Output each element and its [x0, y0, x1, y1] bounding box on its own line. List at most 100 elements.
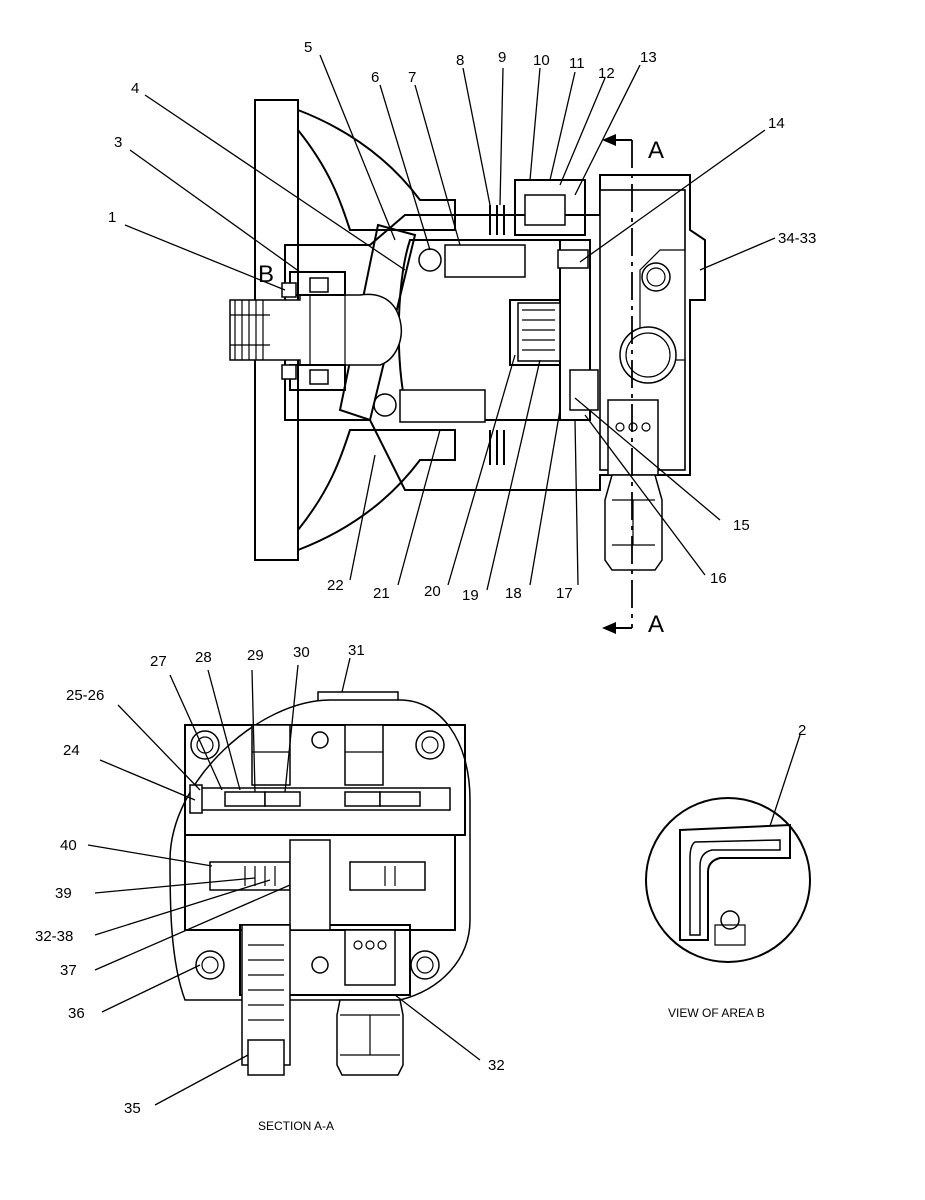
center-spring [522, 309, 555, 351]
bolt-hole-bottom-left [195, 950, 225, 980]
center-spring-seat [517, 302, 561, 362]
leader-lines-main [124, 54, 776, 591]
relief-cartridge-spring [248, 944, 284, 1021]
callout-10: 10 [533, 52, 550, 69]
callout-17: 17 [556, 585, 573, 602]
piston-shoe-upper [418, 248, 442, 272]
seal-spring-detail [720, 910, 740, 930]
callout-27: 27 [150, 653, 167, 670]
check-valve-left [209, 861, 291, 891]
callout-28: 28 [195, 649, 212, 666]
piston-shoe-lower [373, 393, 397, 417]
port-hole-upper-inner [646, 267, 666, 287]
spool-spring-right [379, 791, 421, 807]
callout-24: 24 [63, 742, 80, 759]
port-hole-main-inner [625, 332, 671, 378]
spool-land-right [344, 791, 381, 807]
shaft-seal-upper [281, 282, 297, 298]
bolt-hole-top-left [190, 730, 220, 760]
seal-lip-detail [679, 823, 791, 941]
callout-7: 7 [408, 69, 416, 86]
callout-9: 9 [498, 49, 506, 66]
shaft-splines [230, 300, 270, 360]
spool-land-left [264, 791, 301, 807]
relief-cartridge-nut [247, 1039, 285, 1076]
callout-37: 37 [60, 962, 77, 979]
check-spring-left [244, 866, 276, 886]
callout-13: 13 [640, 49, 657, 66]
brake-spring [524, 194, 566, 226]
upper-port-right [344, 724, 384, 786]
callout-19: 19 [462, 587, 479, 604]
section-middle-block [184, 834, 456, 931]
output-shaft [229, 293, 402, 366]
bolt-hole-top-right [415, 730, 445, 760]
mounting-flange [254, 99, 299, 561]
shaft-seal-lower [281, 364, 297, 380]
orifice-plug-lower [569, 369, 599, 411]
callout-31: 31 [348, 642, 365, 659]
callout-15: 15 [733, 517, 750, 534]
callout-14: 14 [768, 115, 785, 132]
flange-web-top [297, 108, 456, 231]
main-section-view: A A B [229, 99, 706, 638]
bolt-hole-bottom-center [311, 956, 329, 974]
seal-insert-detail [689, 839, 781, 936]
callout-32: 32 [488, 1057, 505, 1074]
detail-circle [645, 797, 811, 963]
callout-2: 2 [798, 722, 806, 739]
valve-body-right [344, 929, 396, 986]
leader-lines-section [87, 657, 481, 1106]
section-mark-bottom: A [648, 611, 664, 638]
callout-35: 35 [124, 1100, 141, 1117]
callout-40: 40 [60, 837, 77, 854]
callout-22: 22 [327, 577, 344, 594]
callout-32-38: 32-38 [35, 928, 73, 945]
section-lower-block [239, 924, 411, 996]
callout-36: 36 [68, 1005, 85, 1022]
check-valve-right [349, 861, 426, 891]
section-mark-top: A [648, 137, 664, 164]
valve-body [607, 399, 659, 476]
section-caption: SECTION A-A [258, 1119, 334, 1133]
callout-4: 4 [131, 80, 139, 97]
bolt-hole-top-center [311, 731, 329, 749]
center-passage [289, 839, 331, 931]
port-hole-main [619, 326, 677, 384]
callout-39: 39 [55, 885, 72, 902]
bearing-roller-upper [309, 277, 329, 293]
cylinder-barrel [397, 239, 561, 421]
brake-discs [489, 205, 505, 465]
callout-6: 6 [371, 69, 379, 86]
callout-30: 30 [293, 644, 310, 661]
upper-port-left [251, 724, 291, 786]
callout-12: 12 [598, 65, 615, 82]
front-bearing-lower [289, 364, 346, 391]
spool-spring-left [224, 791, 266, 807]
seal-case-detail [714, 924, 746, 946]
detail-caption: VIEW OF AREA B [668, 1006, 765, 1020]
section-a-a-view [169, 691, 471, 1076]
callout-labels: 1 3 4 5 6 7 8 9 10 11 12 13 14 34-33 15 … [35, 39, 816, 1133]
port-hole-upper [641, 262, 671, 292]
callout-20: 20 [424, 583, 441, 600]
callout-25-26: 25-26 [66, 687, 104, 704]
piston-lower [399, 389, 486, 423]
piston-upper [444, 244, 526, 278]
flange-web-bottom [297, 429, 456, 552]
callout-21: 21 [373, 585, 390, 602]
callout-34-33: 34-33 [778, 230, 816, 247]
callout-8: 8 [456, 52, 464, 69]
callout-18: 18 [505, 585, 522, 602]
orifice-plug-upper [557, 249, 589, 269]
callout-29: 29 [247, 647, 264, 664]
bearing-roller-lower [309, 369, 329, 385]
bolt-hole-bottom-right [410, 950, 440, 980]
callout-16: 16 [710, 570, 727, 587]
detail-view-area-b [645, 734, 811, 963]
callout-1: 1 [108, 209, 116, 226]
section-cut-line [602, 134, 633, 634]
callout-11: 11 [569, 55, 585, 72]
callout-3: 3 [114, 134, 122, 151]
